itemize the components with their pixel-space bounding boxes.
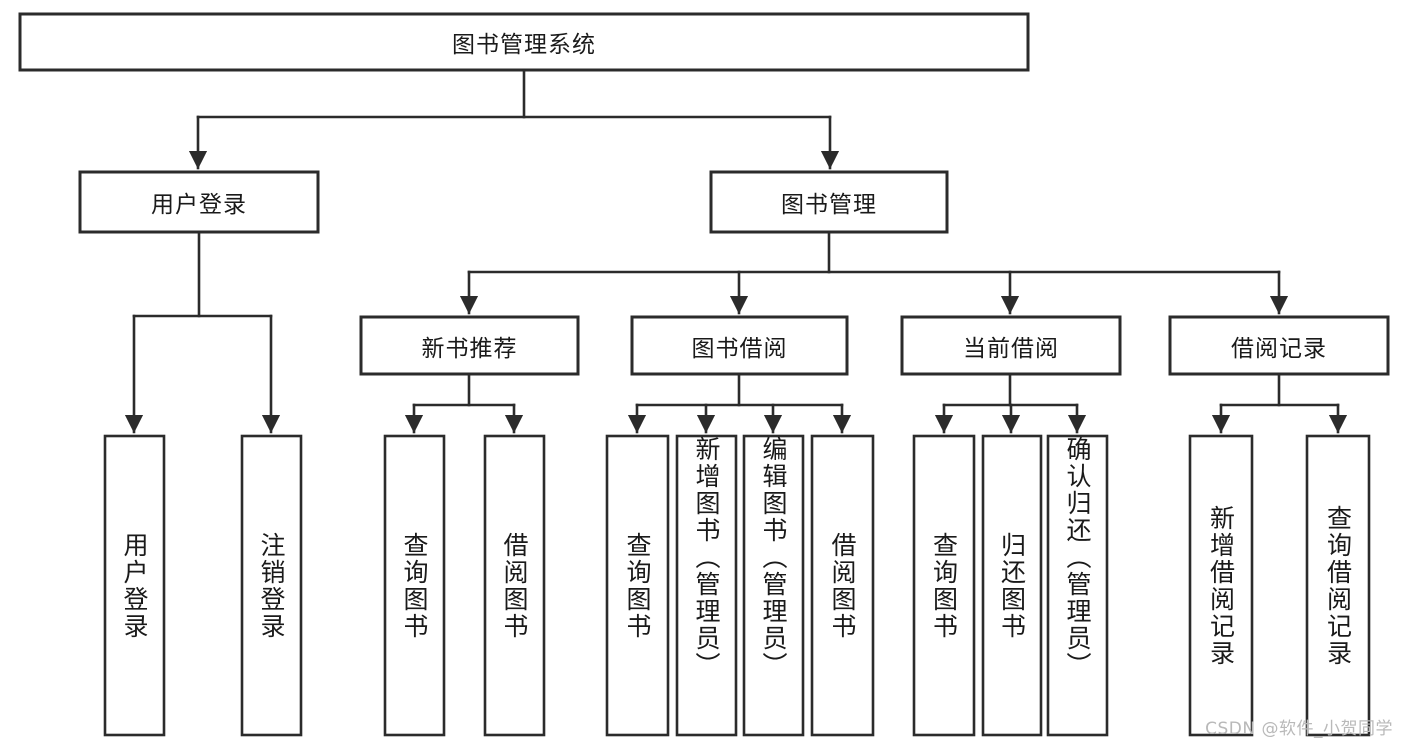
- leaf-box-book-borrow-3[interactable]: [742, 434, 805, 737]
- node-book-management[interactable]: [709, 170, 949, 234]
- leaf-box-new-book-2[interactable]: [483, 434, 546, 737]
- leaf-box-current-borrow-3[interactable]: [1046, 434, 1109, 737]
- leaf-box-book-borrow-4[interactable]: [810, 434, 875, 737]
- leaf-box-book-borrow-1[interactable]: [605, 434, 670, 737]
- csdn-watermark: CSDN @软件_小贺同学: [1205, 719, 1393, 739]
- leaf-box-borrow-record-1[interactable]: [1188, 434, 1254, 737]
- node-book-borrow[interactable]: [630, 315, 849, 376]
- node-borrow-record[interactable]: [1168, 315, 1390, 376]
- node-current-borrow[interactable]: [900, 315, 1122, 376]
- node-user-login[interactable]: [78, 170, 320, 234]
- leaf-box-book-borrow-2[interactable]: [675, 434, 738, 737]
- leaf-box-current-borrow-2[interactable]: [981, 434, 1043, 737]
- leaf-box-user-login-1[interactable]: [103, 434, 166, 737]
- leaf-box-borrow-record-2[interactable]: [1305, 434, 1371, 737]
- leaf-box-current-borrow-1[interactable]: [912, 434, 976, 737]
- node-new-book-recommend[interactable]: [359, 315, 580, 376]
- leaf-box-new-book-1[interactable]: [383, 434, 446, 737]
- leaf-box-user-login-2[interactable]: [240, 434, 303, 737]
- node-root-book-management-system[interactable]: [18, 12, 1030, 72]
